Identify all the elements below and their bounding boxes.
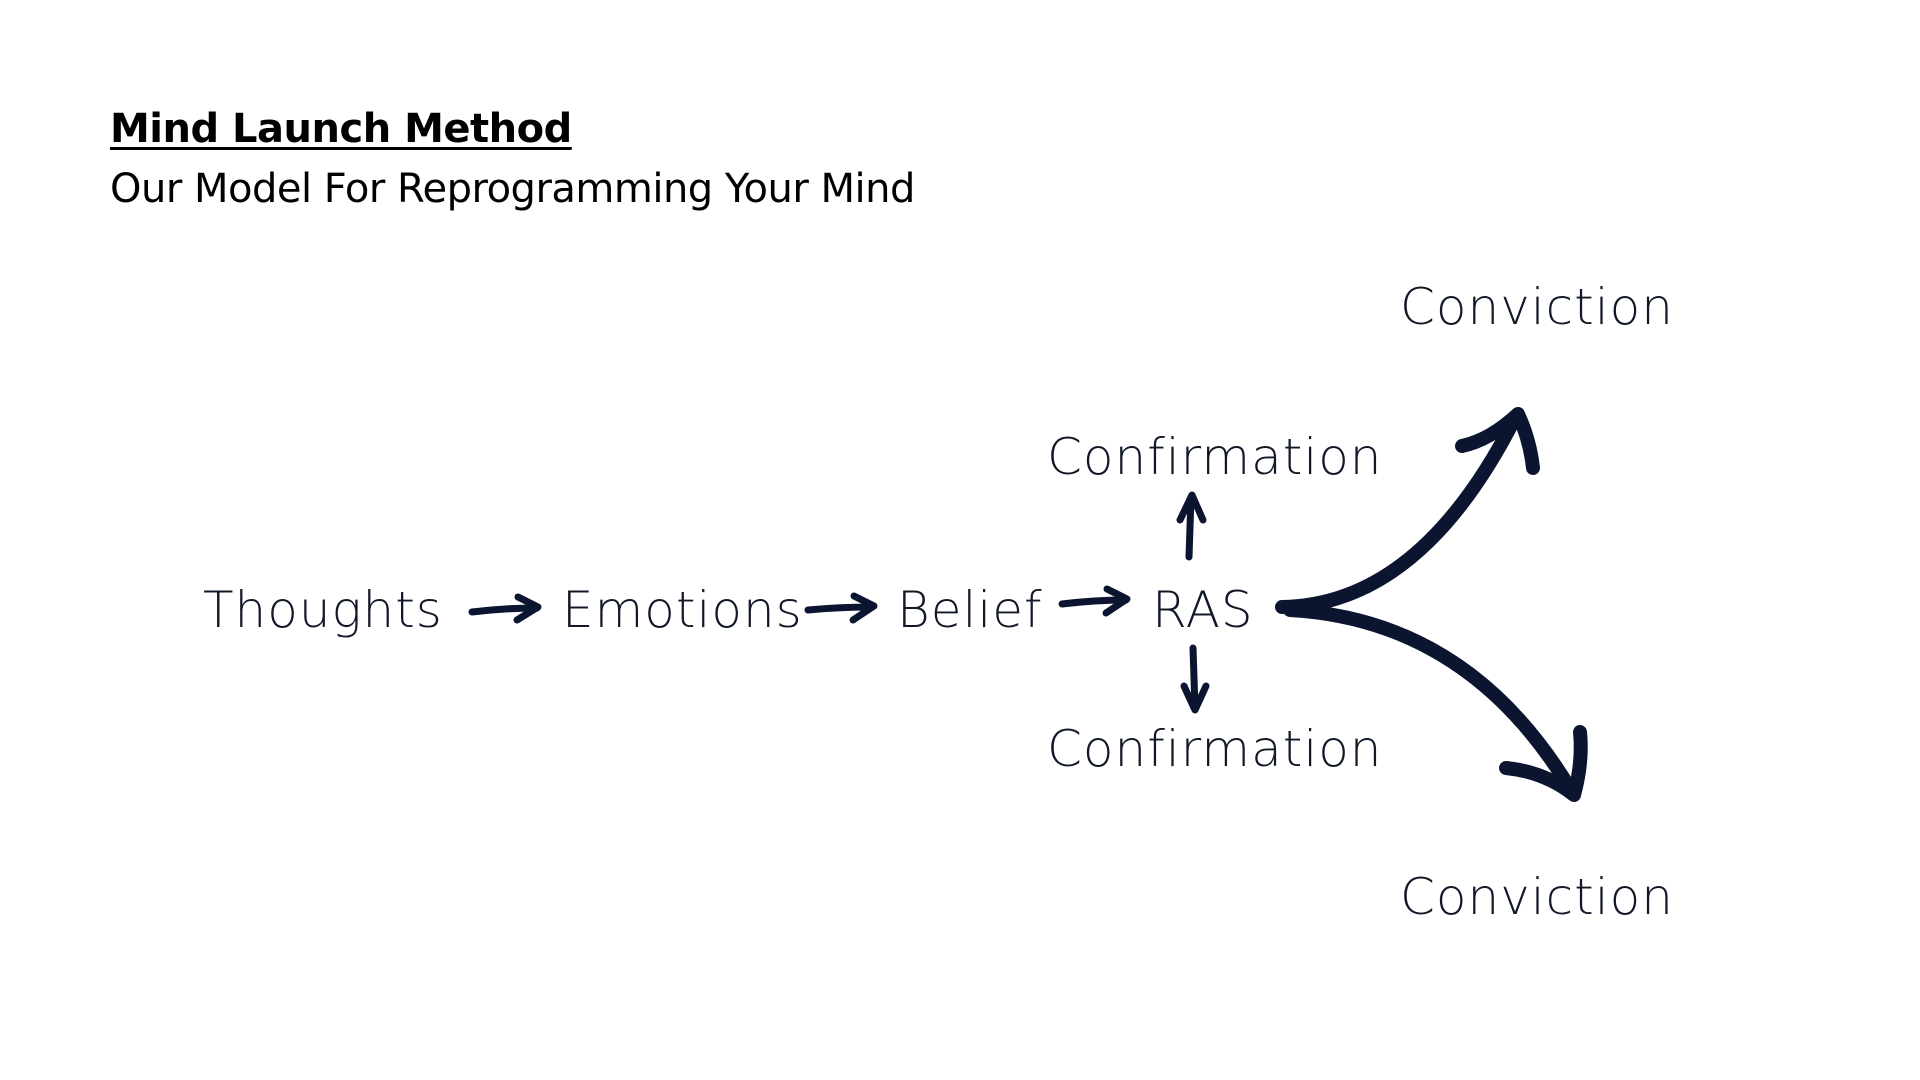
page-title: Mind Launch Method — [110, 106, 572, 152]
node-confirmation-bottom: Confirmation — [1047, 720, 1383, 778]
arrow-ras-to-conviction-top — [1275, 407, 1540, 614]
arrow-ras-to-confirmation-bottom — [1180, 644, 1210, 714]
node-emotions: Emotions — [562, 581, 803, 639]
node-belief: Belief — [897, 581, 1043, 639]
arrow-ras-to-conviction-bottom — [1283, 603, 1588, 802]
node-ras: RAS — [1152, 581, 1254, 639]
page-subtitle: Our Model For Reprogramming Your Mind — [110, 166, 915, 212]
node-confirmation-top: Confirmation — [1047, 428, 1383, 486]
arrow-emotions-to-belief — [804, 592, 878, 624]
arrow-ras-to-confirmation-top — [1176, 491, 1207, 561]
node-conviction-bottom: Conviction — [1400, 868, 1674, 926]
node-thoughts: Thoughts — [203, 581, 443, 639]
arrow-thoughts-to-emotions — [468, 593, 542, 624]
arrow-belief-to-ras — [1058, 585, 1131, 617]
node-conviction-top: Conviction — [1400, 278, 1674, 336]
